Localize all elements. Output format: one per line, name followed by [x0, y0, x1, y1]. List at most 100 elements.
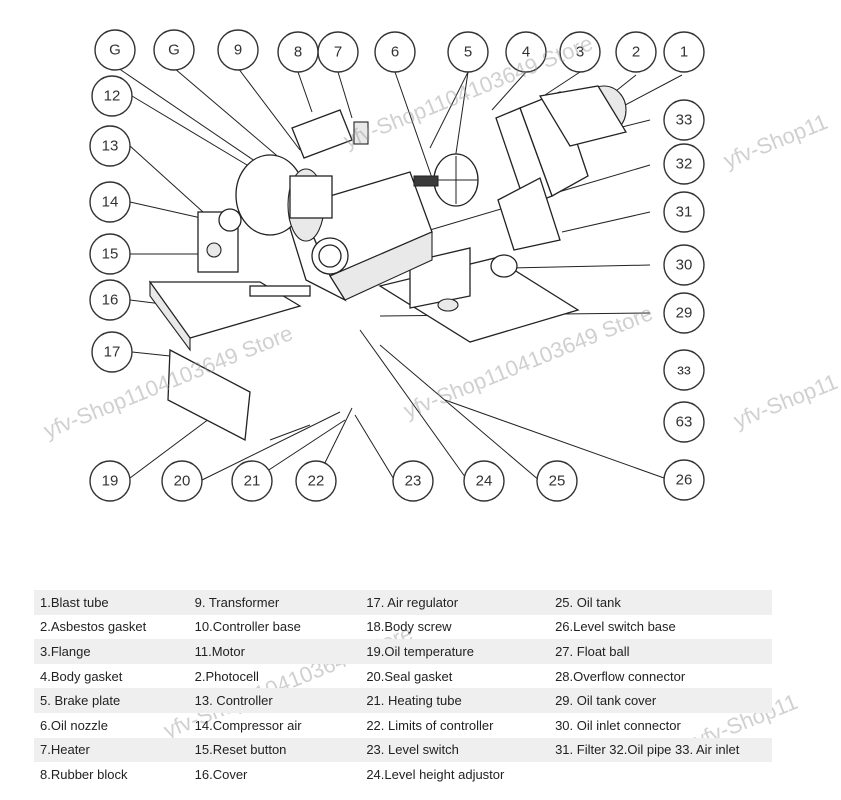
svg-text:7: 7 — [334, 44, 342, 61]
legend-item: 24.Level height adjustor — [366, 766, 505, 782]
svg-text:5: 5 — [464, 44, 472, 61]
legend-item: 27. Float ball — [549, 639, 772, 664]
legend-item: 13. Controller — [188, 688, 361, 713]
svg-text:4: 4 — [522, 44, 530, 61]
callout-5: 5 — [447, 31, 489, 73]
svg-text:30: 30 — [676, 257, 693, 274]
svg-text:21: 21 — [244, 473, 261, 490]
callout-2: 2 — [615, 31, 657, 73]
callout-30: 30 — [663, 244, 705, 286]
callout-7: 7 — [317, 31, 359, 73]
legend-item: 4.Body gasket — [40, 668, 123, 684]
legend-item: 11.Motor — [188, 639, 361, 664]
part-callouts: 1 2 3 4 5 6 7 8 9 G G 12 13 14 15 16 17 … — [89, 29, 705, 502]
legend-item: 29. Oil tank cover — [549, 688, 772, 713]
callout-33: 33 — [663, 99, 705, 141]
legend-item: 22. Limits of controller — [366, 717, 494, 733]
burner-assembly-drawing — [148, 85, 628, 442]
legend-item: 26.Level switch base — [555, 619, 676, 635]
legend-item: 23. Level switch — [360, 737, 550, 763]
svg-text:12: 12 — [104, 88, 121, 105]
legend-row: 2.Asbestos gasket 10.Controller base 18.Bo… — [34, 615, 772, 640]
callout-9: 9 — [217, 29, 259, 71]
callout-23: 23 — [392, 460, 434, 502]
svg-text:26: 26 — [676, 472, 693, 489]
svg-text:29: 29 — [676, 305, 693, 322]
svg-text:3: 3 — [576, 44, 584, 61]
svg-text:6: 6 — [391, 44, 399, 61]
legend-item: 5. Brake plate — [34, 688, 189, 713]
legend-item: 28.Overflow connector — [555, 668, 686, 684]
legend-item: 25. Oil tank — [549, 590, 772, 615]
callout-4: 4 — [505, 31, 547, 73]
svg-text:15: 15 — [102, 246, 119, 263]
svg-text:24: 24 — [476, 473, 493, 490]
svg-text:1: 1 — [680, 44, 688, 61]
callout-24: 24 — [463, 460, 505, 502]
legend-item: 16.Cover — [194, 766, 248, 782]
legend-item: 17. Air regulator — [360, 590, 550, 615]
callout-13: 13 — [89, 125, 131, 167]
svg-text:20: 20 — [174, 473, 191, 490]
legend-item: 7.Heater — [34, 737, 189, 763]
svg-text:25: 25 — [549, 473, 566, 490]
callout-15: 15 — [89, 233, 131, 275]
svg-text:2: 2 — [632, 44, 640, 61]
legend-item: 6.Oil nozzle — [40, 717, 108, 733]
legend-item: 31. Filter 32.Oil pipe 33. Air inlet — [549, 737, 772, 763]
callout-31: 31 — [663, 191, 705, 233]
legend-row: 4.Body gasket 2.Photocell 20.Seal gasket 28… — [34, 664, 772, 689]
callout-17: 17 — [91, 331, 133, 373]
callout-10: G — [153, 29, 195, 71]
callout-8: 8 — [277, 31, 319, 73]
svg-text:9: 9 — [234, 42, 242, 59]
svg-text:13: 13 — [102, 138, 119, 155]
svg-text:17: 17 — [104, 344, 121, 361]
legend-item: 15.Reset button — [188, 737, 361, 763]
callout-26: 26 — [663, 459, 705, 501]
legend-item: 19.Oil temperature — [360, 639, 550, 664]
svg-text:14: 14 — [102, 194, 119, 211]
callout-20: 20 — [161, 460, 203, 502]
callout-27: ɜɜ — [663, 349, 705, 391]
legend-item: 18.Body screw — [366, 619, 452, 635]
svg-text:G: G — [109, 42, 121, 59]
exploded-parts-diagram: 1 2 3 4 5 6 7 8 9 G G 12 13 14 15 16 17 … — [89, 29, 705, 502]
callout-28: 63 — [663, 401, 705, 443]
callout-11: G — [94, 29, 136, 71]
legend-item: 1.Blast tube — [34, 590, 189, 615]
svg-text:33: 33 — [676, 112, 693, 129]
legend-item: 20.Seal gasket — [366, 668, 453, 684]
svg-text:32: 32 — [676, 156, 693, 173]
svg-text:22: 22 — [308, 473, 325, 490]
svg-text:8: 8 — [294, 44, 302, 61]
callout-22: 22 — [295, 460, 337, 502]
callout-19: 19 — [89, 460, 131, 502]
callout-29: 29 — [663, 292, 705, 334]
leader-lines — [117, 67, 683, 482]
callout-32: 32 — [663, 143, 705, 185]
callout-21: 21 — [231, 460, 273, 502]
legend-item: 14.Compressor air — [194, 717, 302, 733]
callout-1: 1 — [663, 31, 705, 73]
legend-item: 2.Photocell — [194, 668, 259, 684]
legend-item: 10.Controller base — [194, 619, 301, 635]
legend-item: 3.Flange — [34, 639, 189, 664]
svg-text:63: 63 — [676, 414, 693, 431]
callout-6: 6 — [374, 31, 416, 73]
legend-item: 30. Oil inlet connector — [555, 717, 681, 733]
callout-16: 16 — [89, 279, 131, 321]
callout-25: 25 — [536, 460, 578, 502]
legend-item: 2.Asbestos gasket — [40, 619, 147, 635]
callout-3: 3 — [559, 31, 601, 73]
svg-text:19: 19 — [102, 473, 119, 490]
legend-row: 6.Oil nozzle 14.Compressor air 22. Limits … — [34, 713, 772, 738]
svg-text:23: 23 — [405, 473, 422, 490]
legend-item: 9. Transformer — [188, 590, 361, 615]
svg-text:16: 16 — [102, 292, 119, 309]
